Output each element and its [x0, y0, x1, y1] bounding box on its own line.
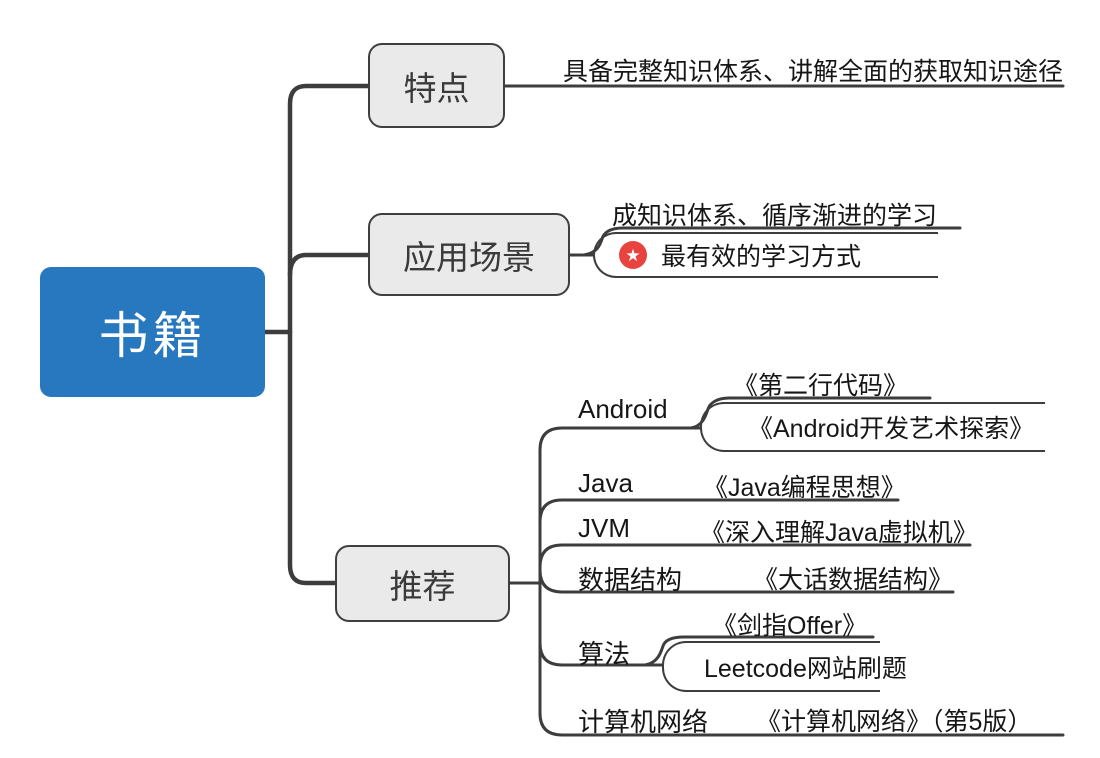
connector-row-java [538, 498, 900, 524]
root-topic-books[interactable]: 书籍 [40, 267, 265, 397]
topic-scenarios[interactable]: 应用场景 [368, 213, 570, 296]
book-big-talk-data-structure[interactable]: 《大话数据结构》 [753, 566, 954, 594]
note-best-method[interactable]: ★ 最有效的学习方式 [593, 232, 938, 278]
book-leetcode-practice[interactable]: Leetcode网站刷题 [662, 641, 907, 692]
row-label-android[interactable]: Android [578, 394, 668, 424]
topic-features[interactable]: 特点 [368, 43, 505, 128]
book-computer-network[interactable]: 《计算机网络》（第5版） [756, 708, 1033, 736]
connector-row-network [538, 711, 1065, 737]
note-learning-system[interactable]: 成知识体系、循序渐进的学习 [612, 202, 938, 230]
row-label-algorithm[interactable]: 算法 [578, 639, 631, 669]
book-thinking-in-java[interactable]: 《Java编程思想》 [703, 474, 906, 502]
book-understanding-jvm[interactable]: 《深入理解Java虚拟机》 [700, 519, 978, 547]
note-knowledge-path[interactable]: 具备完整知识体系、讲解全面的获取知识途径 [563, 58, 1064, 86]
book-second-line-of-code[interactable]: 《第二行代码》 [733, 372, 909, 400]
note-best-method-label: 最有效的学习方式 [661, 243, 862, 271]
book-leetcode-practice-label: Leetcode网站刷题 [704, 654, 907, 683]
connector-trunk-to-features [287, 83, 371, 335]
connector-row-algorithm [538, 641, 632, 667]
row-label-java[interactable]: Java [578, 468, 633, 498]
book-android-art-exploration-label: 《Android开发艺术探索》 [748, 415, 1035, 443]
connector-row-android [538, 426, 692, 452]
connector-trunk-to-recommend [287, 329, 338, 586]
connector-row-jvm [538, 543, 972, 569]
connector-trunk-to-scenarios [287, 252, 371, 278]
star-badge-icon[interactable]: ★ [619, 241, 647, 269]
row-label-data-structure[interactable]: 数据结构 [578, 565, 683, 595]
connector-row-datastructure [538, 568, 955, 594]
book-android-art-exploration[interactable]: 《Android开发艺术探索》 [700, 402, 1045, 452]
row-label-jvm[interactable]: JVM [578, 513, 630, 543]
connector-algorithm-book1 [643, 635, 875, 667]
book-sword-offer[interactable]: 《剑指Offer》 [712, 612, 868, 640]
topic-recommendations[interactable]: 推荐 [335, 545, 510, 622]
row-label-computer-network[interactable]: 计算机网络 [578, 707, 709, 737]
